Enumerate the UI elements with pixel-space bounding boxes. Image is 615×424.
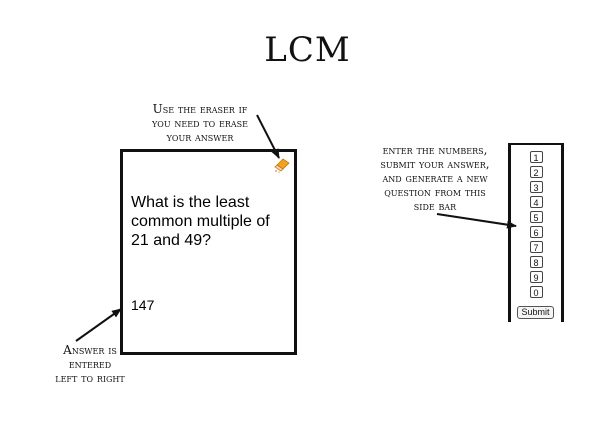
number-key-6[interactable]: 6 <box>529 226 543 238</box>
number-sidebar: 1 2 3 4 5 6 7 8 9 0 Submit <box>508 143 564 322</box>
number-key-3[interactable]: 3 <box>529 181 543 193</box>
eraser-instruction-line: your answer <box>166 130 234 144</box>
answer-instruction-line: entered <box>68 357 112 371</box>
question-text: What is the least common multiple of 21 … <box>131 194 270 249</box>
submit-button[interactable]: Submit <box>517 306 554 319</box>
sidebar-instruction-line: submit your answer, <box>380 157 490 171</box>
sidebar-instruction-line: question from this <box>384 185 486 199</box>
number-key-9[interactable]: 9 <box>529 271 543 283</box>
number-key-2[interactable]: 2 <box>529 166 543 178</box>
eraser-instruction: Use the eraser if you need to erase your… <box>125 102 275 144</box>
answer-instruction: Answer is entered left to right <box>40 343 140 385</box>
number-key-0[interactable]: 0 <box>529 286 543 298</box>
answer-instruction-line: left to right <box>55 371 125 385</box>
arrow-icon <box>75 308 122 342</box>
arrow-icon <box>436 213 517 229</box>
page-title: LCM <box>264 30 351 70</box>
number-key-4[interactable]: 4 <box>529 196 543 208</box>
question-card[interactable]: What is the least common multiple of 21 … <box>120 149 297 355</box>
eraser-instruction-line: Use the eraser if <box>152 102 248 116</box>
number-key-8[interactable]: 8 <box>529 256 543 268</box>
sidebar-instruction: enter the numbers, submit your answer, a… <box>355 143 515 213</box>
eraser-icon[interactable] <box>273 155 291 173</box>
number-key-1[interactable]: 1 <box>529 151 543 163</box>
number-key-7[interactable]: 7 <box>529 241 543 253</box>
eraser-instruction-line: you need to erase <box>152 116 248 130</box>
answer-text: 147 <box>131 297 155 313</box>
answer-instruction-line: Answer is <box>63 343 117 357</box>
number-keypad: 1 2 3 4 5 6 7 8 9 0 <box>525 151 547 301</box>
sidebar-instruction-line: and generate a new <box>382 171 488 185</box>
sidebar-instruction-line: side bar <box>413 199 457 213</box>
number-key-5[interactable]: 5 <box>529 211 543 223</box>
sidebar-instruction-line: enter the numbers, <box>382 143 488 157</box>
